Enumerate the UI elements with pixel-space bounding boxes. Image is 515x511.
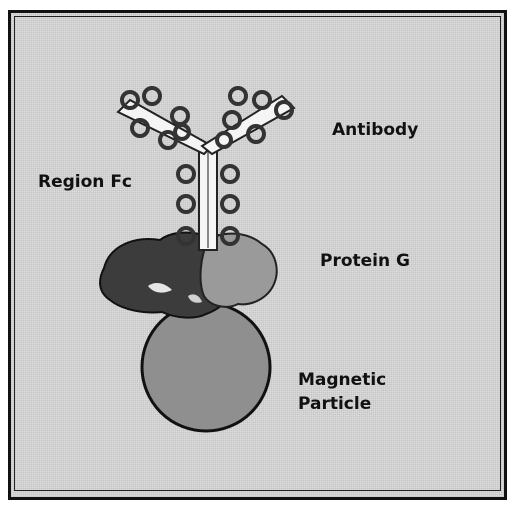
antibody-label: Antibody — [332, 120, 418, 140]
magnetic-label-line2: Particle — [298, 392, 386, 416]
magnetic-particle-label: Magnetic Particle — [298, 368, 386, 416]
protein-g-label: Protein G — [320, 251, 410, 271]
magnetic-particle — [142, 303, 270, 431]
magnetic-label-line1: Magnetic — [298, 368, 386, 392]
region-fc-label: Region Fc — [38, 172, 132, 192]
antibody — [118, 88, 294, 250]
